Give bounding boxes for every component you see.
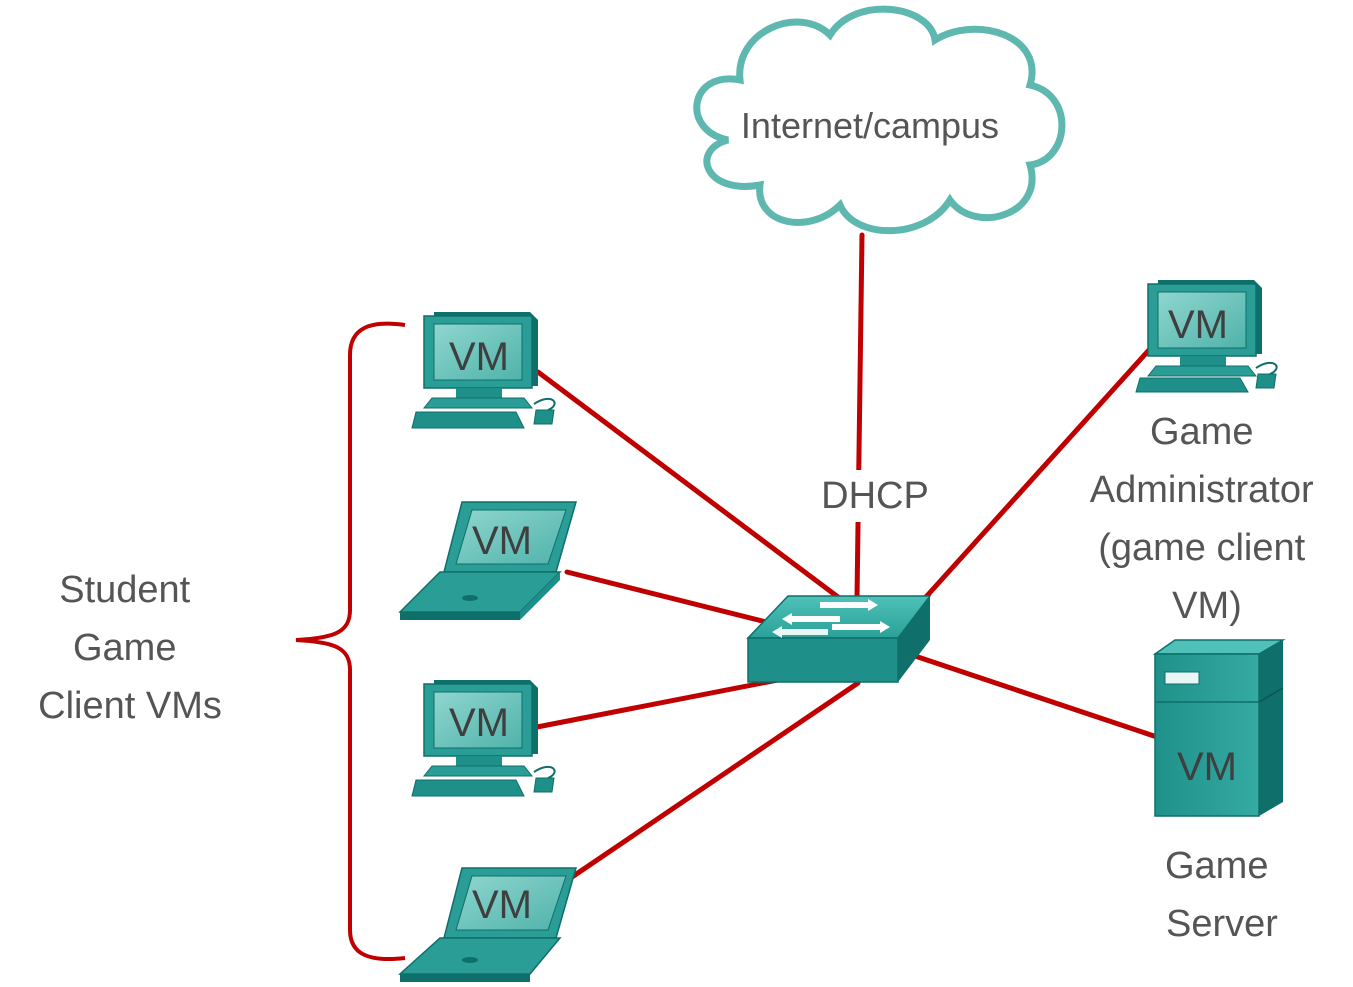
server-tower-icon [1152, 639, 1286, 817]
network-switch [746, 595, 932, 683]
admin-label-line-1: Game [1150, 411, 1253, 453]
vm-tag: VM [472, 883, 532, 927]
desktop-computer-icon [411, 312, 556, 429]
link-server-switch [909, 652, 1163, 741]
link-cloud-switch [854, 232, 865, 601]
link-client1-switch [535, 369, 845, 603]
internet-cloud: Internet/campus [693, 5, 1066, 235]
laptop-computer-icon [398, 867, 577, 982]
admin-label-line-3: (game client [1098, 527, 1305, 569]
student-label-line-2: Game [73, 627, 176, 669]
cloud-label: Internet/campus [741, 105, 999, 146]
vm-tag: VM [1168, 303, 1228, 347]
server-label-line-2: Server [1166, 903, 1278, 945]
game-server-label: Game Server [1165, 845, 1279, 945]
vm-tag: VM [449, 701, 509, 745]
admin-label-line-4: VM) [1172, 585, 1242, 627]
laptop-computer-icon [398, 501, 577, 620]
student-group-bracket [295, 321, 406, 962]
game-admin-label: Game Administrator (game client VM) [1090, 411, 1324, 627]
student-client-desktop-3: VM [411, 680, 556, 797]
link-client3-switch [534, 675, 791, 730]
link-client4-switch [569, 680, 861, 880]
student-client-laptop-4: VM [398, 867, 577, 982]
dhcp-label: DHCP [821, 475, 929, 517]
connection-lines [534, 232, 1163, 880]
student-client-laptop-2: VM [398, 501, 577, 620]
vm-tag: VM [1177, 745, 1237, 789]
server-label-line-1: Game [1165, 845, 1268, 887]
student-label-line-1: Student [59, 569, 190, 611]
vm-tag: VM [472, 519, 532, 563]
dhcp-label-bg [800, 470, 950, 522]
link-admin-switch [922, 337, 1161, 601]
student-label-line-3: Client VMs [38, 685, 222, 727]
admin-label-line-2: Administrator [1090, 469, 1314, 511]
desktop-computer-icon [1135, 280, 1278, 393]
link-client2-switch [564, 569, 793, 631]
student-client-desktop-1: VM [411, 312, 556, 429]
desktop-computer-icon [411, 680, 556, 797]
game-server: VM [1152, 639, 1286, 817]
cloud-icon [693, 5, 1066, 235]
game-admin-desktop: VM [1135, 280, 1278, 393]
network-switch-icon [746, 595, 932, 683]
vm-tag: VM [449, 335, 509, 379]
student-group-label: Student Game Client VMs [38, 569, 222, 727]
